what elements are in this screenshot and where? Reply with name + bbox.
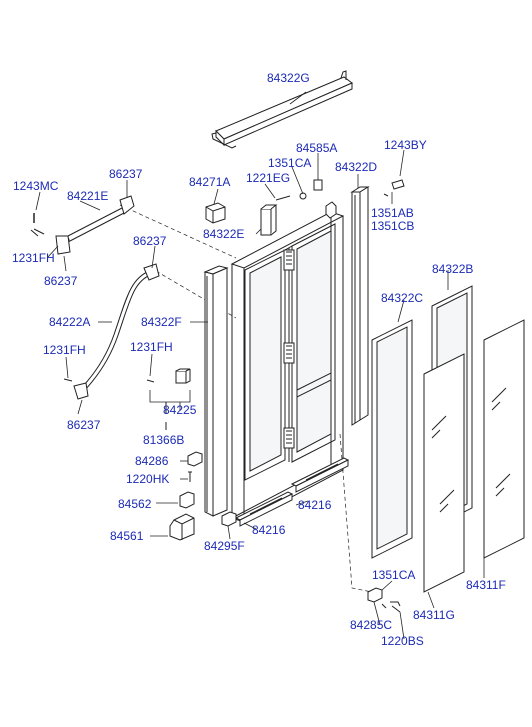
- label-84285C[interactable]: 84285C: [350, 618, 393, 632]
- label-1351CA-top[interactable]: 1351CA: [268, 156, 312, 170]
- glass-84311G: [423, 353, 465, 593]
- label-1243BY[interactable]: 1243BY: [384, 138, 427, 152]
- label-84322E[interactable]: 84322E: [203, 227, 245, 241]
- label-1220HK[interactable]: 1220HK: [126, 472, 170, 486]
- label-84322D[interactable]: 84322D: [335, 160, 378, 174]
- label-84222A[interactable]: 84222A: [49, 315, 91, 329]
- label-1231FH-mid[interactable]: 1231FH: [130, 340, 173, 354]
- label-84271A[interactable]: 84271A: [189, 175, 231, 189]
- label-86237-b[interactable]: 86237: [44, 274, 78, 288]
- label-84322F[interactable]: 84322F: [141, 315, 182, 329]
- label-84322C[interactable]: 84322C: [381, 291, 424, 305]
- label-1220BS[interactable]: 1220BS: [381, 634, 424, 648]
- side-post-84322F: [203, 265, 229, 517]
- label-84225[interactable]: 84225: [163, 403, 197, 417]
- label-1221EG[interactable]: 1221EG: [246, 171, 291, 185]
- label-84585A[interactable]: 84585A: [296, 141, 338, 155]
- label-84286[interactable]: 84286: [135, 454, 169, 468]
- label-1231FH-top[interactable]: 1231FH: [12, 251, 55, 265]
- label-1243MC[interactable]: 1243MC: [13, 179, 59, 193]
- label-1231FH-left[interactable]: 1231FH: [43, 343, 86, 357]
- side-post-84322D: [350, 186, 370, 426]
- label-84216-left[interactable]: 84216: [252, 523, 286, 537]
- label-1351AB[interactable]: 1351AB: [371, 206, 414, 220]
- label-84322B[interactable]: 84322B: [432, 262, 474, 276]
- bottom-guides-84216: [234, 457, 350, 527]
- label-1351CA-bottom[interactable]: 1351CA: [372, 568, 416, 582]
- door-frame: [230, 211, 345, 523]
- handle-84225: [175, 368, 191, 384]
- label-84322G[interactable]: 84322G: [267, 71, 310, 85]
- label-84311F[interactable]: 84311F: [466, 578, 506, 592]
- hinges: [283, 249, 295, 449]
- label-84562[interactable]: 84562: [118, 497, 152, 511]
- hanger-rod-84221E: [33, 195, 135, 255]
- label-84216-right[interactable]: 84216: [298, 498, 332, 512]
- glass-84322C: [371, 319, 413, 559]
- label-84221E[interactable]: 84221E: [67, 189, 109, 203]
- curved-rod-84222A: [63, 263, 160, 400]
- label-84561[interactable]: 84561: [110, 529, 144, 543]
- top-blocks: [205, 179, 337, 236]
- glass-84311F: [483, 319, 525, 559]
- label-86237-top[interactable]: 86237: [109, 167, 143, 181]
- label-1351CB[interactable]: 1351CB: [371, 219, 415, 233]
- label-86237-bottom[interactable]: 86237: [67, 418, 101, 432]
- label-81366B[interactable]: 81366B: [143, 433, 185, 447]
- label-86237-a[interactable]: 86237: [133, 234, 167, 248]
- label-84311G[interactable]: 84311G: [413, 608, 455, 622]
- label-84295F[interactable]: 84295F: [204, 539, 245, 553]
